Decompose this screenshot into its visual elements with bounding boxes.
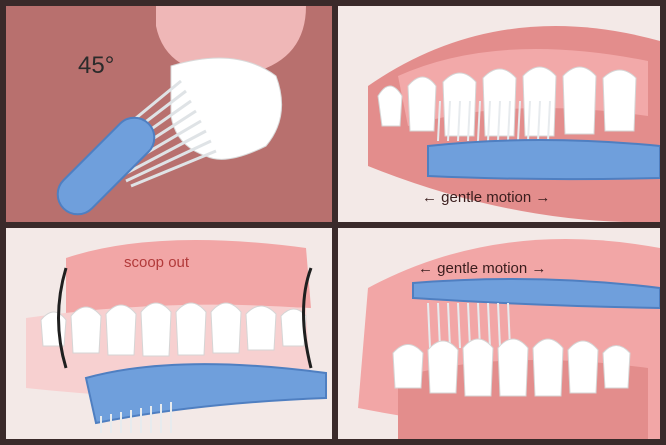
gentle-motion-label: ← gentle motion → <box>422 189 550 206</box>
gentle-motion-label: ← gentle motion → <box>418 260 546 277</box>
panel-inner-surfaces: ← gentle motion → <box>338 228 660 439</box>
angle-illustration <box>6 6 332 222</box>
angle-label: 45° <box>78 52 114 80</box>
toothbrush-head <box>428 140 660 179</box>
scoop-out-label: scoop out <box>124 254 189 271</box>
tooth <box>171 58 282 159</box>
panel-angle: 45° <box>6 6 332 222</box>
panel-scoop-out: scoop out <box>6 228 332 439</box>
panel-outer-surfaces: ← gentle motion → <box>338 6 660 222</box>
